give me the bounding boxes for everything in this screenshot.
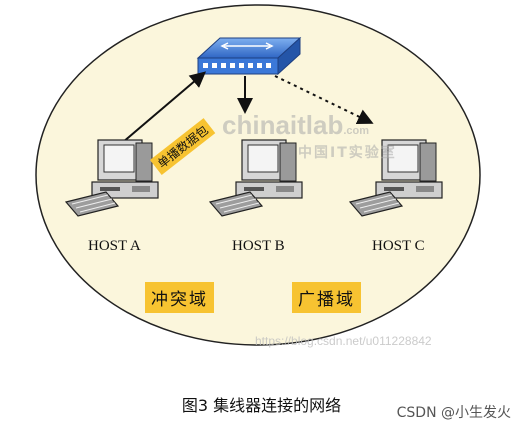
csdn-credit: CSDN @小生发火: [396, 405, 511, 421]
host-b-label: HOST B: [232, 238, 285, 254]
host-a-label: HOST A: [88, 238, 141, 254]
broadcast-domain-label: 广播域: [292, 282, 361, 313]
collision-domain-label: 冲突域: [145, 282, 214, 313]
watermark-url: https://blog.csdn.net/u011228842: [255, 334, 432, 348]
hub-icon: [196, 36, 302, 76]
watermark-logo: chinaitlab.com: [222, 110, 370, 140]
host-c-label: HOST C: [372, 238, 425, 254]
watermark-logo-sub: 中国IT实验室: [298, 145, 397, 161]
link-host-a-to-hub: [115, 71, 207, 149]
figure-caption: 图3 集线器连接的网络: [181, 396, 342, 415]
